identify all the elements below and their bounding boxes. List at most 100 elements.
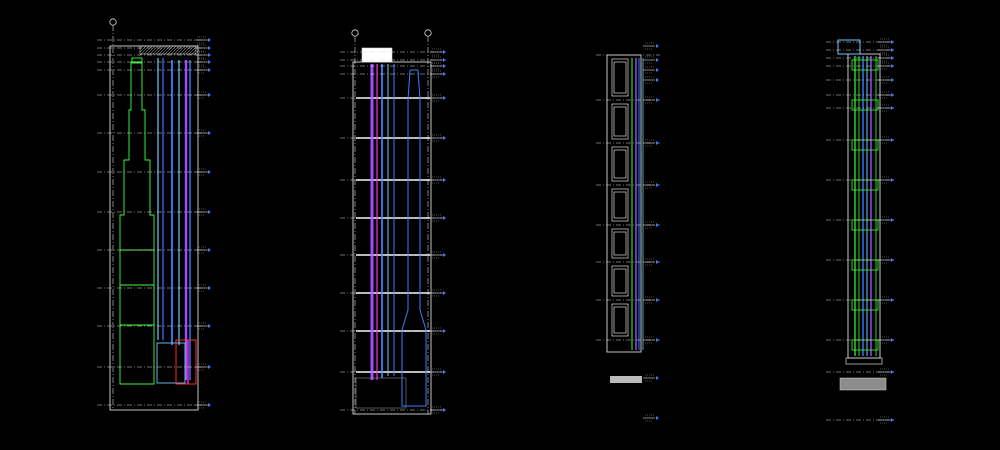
level-tag [430,251,446,259]
level-tag [195,246,211,254]
equipment-box [851,99,879,111]
roof-box [361,47,393,63]
bay-window-inner [613,306,627,334]
blue-duct [401,69,427,407]
level-tag [430,327,446,335]
vertical-risers [631,58,644,350]
level-tag [643,374,659,382]
level-tags [878,38,894,424]
level-tag [878,336,894,344]
level-tag [430,289,446,297]
section-outline [352,61,432,415]
foundation [839,357,887,391]
level-tag [878,38,894,46]
level-tags [643,42,659,422]
level-tag [195,36,211,44]
level-tag [430,56,446,64]
bay-window [611,303,629,337]
foundation-hatch [355,377,407,409]
level-tag [430,214,446,222]
level-tag [878,256,894,264]
bay-window-inner [613,61,627,94]
level-tag [878,62,894,70]
level-tag [195,91,211,99]
section-outline [847,53,881,359]
roof-slab [139,45,197,55]
level-tag [195,208,211,216]
level-tag [878,91,894,99]
level-tag [195,284,211,292]
bay-window-inner [613,191,627,219]
level-tag [878,296,894,304]
grid-bubbles [351,29,432,414]
level-tag [643,56,659,64]
level-tag [878,416,894,424]
level-tag [643,42,659,50]
level-lines [97,39,210,406]
level-tag [195,58,211,66]
roof-equipment [837,39,861,55]
floor-bays [611,58,629,337]
bay-window [611,188,629,222]
building-section-2[interactable] [340,29,446,415]
grid-bubble [109,18,117,410]
level-tag [643,181,659,189]
bay-window [611,58,629,97]
level-tag [878,216,894,224]
level-tag [430,368,446,376]
bay-window [611,146,629,182]
building-section-3[interactable] [596,42,660,422]
level-tag [195,51,211,59]
equipment-box [851,139,879,151]
vertical-risers [157,58,191,380]
building-section-1[interactable] [97,18,211,411]
vertical-risers [370,64,395,380]
equipment-box [851,299,879,311]
level-tag [430,62,446,70]
level-tag [195,363,211,371]
level-tag [430,176,446,184]
level-tag [430,94,446,102]
equipment-boxes [851,59,879,351]
level-tag [643,66,659,74]
level-tags [195,36,211,409]
level-tag [643,258,659,266]
level-tag [878,54,894,62]
level-tag [878,76,894,84]
equipment-box [851,219,879,231]
bay-window-inner [613,106,627,137]
level-lines [340,51,446,411]
level-tag [430,134,446,142]
bay-window [611,103,629,140]
level-tag [195,129,211,137]
level-tag [643,76,659,84]
level-tag [430,48,446,56]
level-tag [878,104,894,112]
bay-window-inner [613,231,627,256]
vertical-risers [854,56,877,356]
bay-window [611,265,629,297]
level-tag [195,322,211,330]
level-tag [878,368,894,376]
level-tag [195,401,211,409]
bay-window-inner [613,268,627,294]
level-tag [643,296,659,304]
level-lines [826,41,895,421]
level-tag [430,70,446,78]
level-tag [643,96,659,104]
equipment-box [851,179,879,191]
green-equipment-tower [119,57,155,385]
level-tag [195,66,211,74]
equipment-box [851,59,879,71]
level-tag [195,44,211,52]
bottom-tank [156,339,197,385]
level-tag [430,406,446,414]
level-tag [643,221,659,229]
level-tag [878,176,894,184]
bay-window [611,228,629,259]
building-section-4[interactable] [826,38,895,424]
level-tag [643,139,659,147]
equipment-box [851,259,879,271]
level-tag [878,46,894,54]
